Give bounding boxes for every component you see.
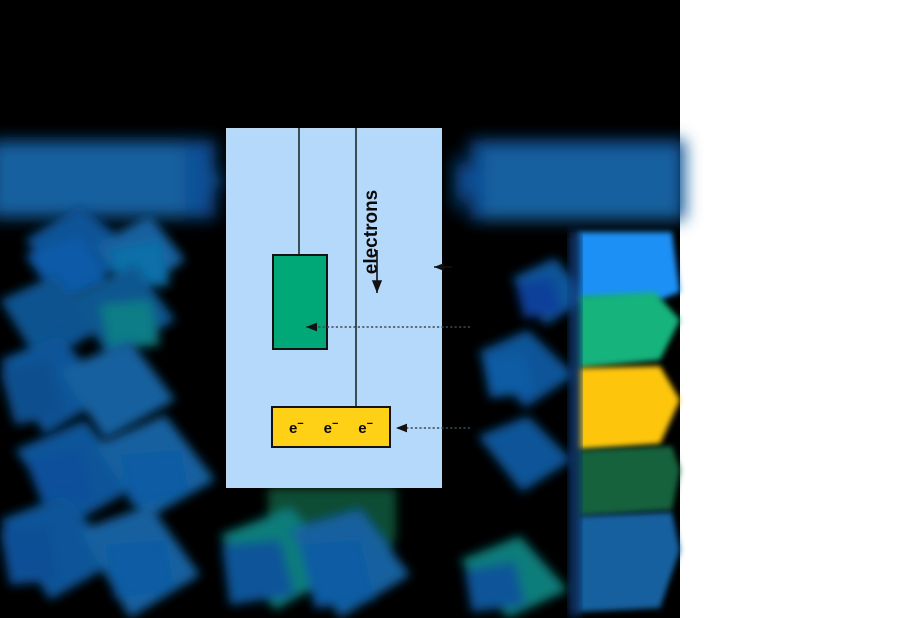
- electron-box: e− e− e−: [271, 406, 391, 448]
- electron-label-1: e−: [288, 417, 304, 437]
- electrons-label-wrapper: electrons: [360, 172, 384, 292]
- electron-label-2: e−: [323, 417, 339, 437]
- electrons-label: electrons: [361, 189, 382, 275]
- electron-label-3: e−: [358, 417, 374, 437]
- green-electrode-box: [272, 254, 328, 350]
